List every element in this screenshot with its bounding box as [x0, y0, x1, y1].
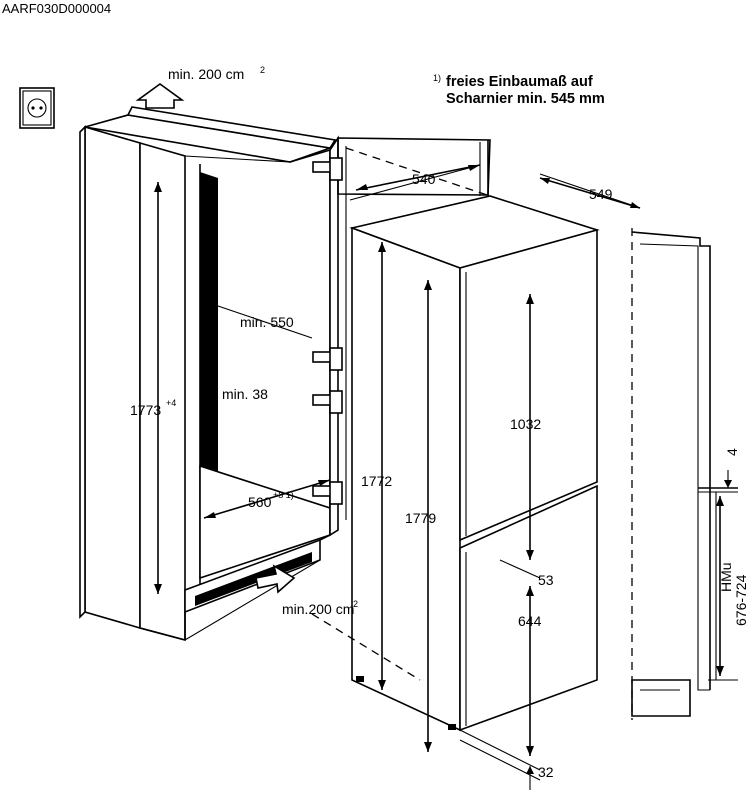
- niche-height-superscript: +4: [166, 398, 176, 408]
- niche-width-superscript: +8 1): [273, 490, 294, 500]
- bottom-offset-label: 32: [538, 764, 554, 780]
- vent-bottom-label: min.200 cm: [282, 601, 354, 617]
- vent-top-superscript: 2: [260, 65, 265, 75]
- hinge-middle-upper: [312, 347, 343, 371]
- note-line-1: freies Einbaumaß auf: [446, 74, 593, 90]
- document-code: AARF030D000004: [2, 1, 112, 16]
- rear-gap-label: min. 38: [222, 386, 268, 402]
- lower-door-height-label: 644: [518, 613, 542, 629]
- vent-bottom-superscript: 2: [353, 599, 358, 609]
- vent-arrow-up-icon: [135, 83, 185, 109]
- note-line-2: Scharnier min. 545 mm: [446, 91, 605, 107]
- vent-arrow-in-icon: [255, 564, 296, 594]
- appliance: [349, 195, 600, 732]
- hmu-range-label: 676-724: [733, 574, 749, 626]
- upper-door-height-label: 1032: [510, 416, 541, 432]
- note-marker: 1): [433, 73, 441, 83]
- appliance-total-height-label: 1779: [405, 510, 436, 526]
- hinge-top: [312, 157, 343, 181]
- niche-depth-label: min. 550: [240, 314, 294, 330]
- niche-width-label: 560: [248, 494, 272, 510]
- side-gap-label: 4: [724, 448, 740, 456]
- door-gap-label: 53: [538, 572, 554, 588]
- cabinet-niche: [79, 106, 337, 642]
- appliance-width-label: 540: [412, 171, 436, 187]
- dimension-lines: [154, 164, 732, 790]
- power-socket-icon: [19, 87, 55, 129]
- side-section-view: [631, 228, 738, 720]
- vent-top-label: min. 200 cm: [168, 66, 244, 82]
- niche-height-label: 1773: [130, 402, 161, 418]
- hinge-middle-lower: [312, 390, 343, 414]
- appliance-depth-label: 549: [589, 186, 613, 202]
- hmu-label: HMu: [718, 562, 734, 592]
- hinge-bottom: [312, 481, 343, 505]
- appliance-height-label: 1772: [361, 473, 392, 489]
